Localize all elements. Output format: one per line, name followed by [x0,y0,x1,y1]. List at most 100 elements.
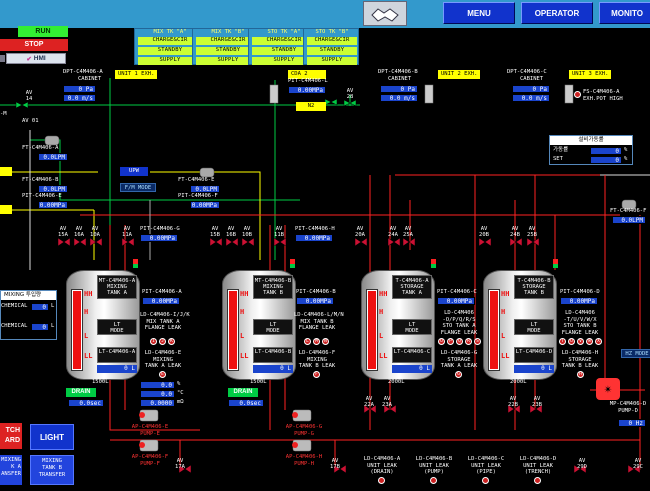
handshake-button[interactable] [363,1,407,26]
unit-leak-drain-alarm [378,477,385,484]
av-10b-label: AV 10B [242,226,252,238]
leak-alarm-t: T [559,338,566,345]
fm-mode-button[interactable]: F/M MODE [120,183,156,192]
av-17a-label: AV 17A [175,458,185,470]
unit2-exh-label: UNIT 2 EXH. [438,70,481,79]
panel-title: STO TK "B" [315,29,349,35]
unit-leak-pipe-alarm [482,477,489,484]
supply-status[interactable]: SUPPLY [138,57,202,65]
lt-tag: LT-C4M406-C [392,347,432,363]
pit-e-tag: PIT-C4M406-E [22,193,62,199]
tank-level: 0 L [97,365,137,373]
av-29d-label: AV 29D [577,458,587,470]
standby-status[interactable]: STANDBY [138,47,202,55]
pit-b-value: 0.00MPa [296,297,334,305]
drain-b-button[interactable]: DRAIN [228,388,258,397]
charge-cir-status[interactable]: CHARGE&CIR [196,37,260,45]
hmi-button[interactable]: ✔HMI [6,53,66,64]
charge-cir-status[interactable]: CHARGE&CIR [252,37,316,45]
main-pump-d[interactable]: ✴ [596,378,620,400]
chem-left-tag [0,205,12,214]
tank-level: 0 L [392,365,432,373]
pit-a-value: 0.00MPa [142,297,180,305]
level-bar [488,289,500,371]
lt-tag: LT-C4M406-B [253,347,293,363]
supply-status[interactable]: SUPPLY [307,57,357,65]
av-15a-label: AV 15A [58,226,68,238]
chem-1-unit: L [51,303,55,309]
unit-leak-pump-alarm [430,477,437,484]
run-button[interactable]: RUN [18,26,68,37]
pit-a-tag: PIT-C4M406-A [142,289,182,295]
scroll-indicator [0,55,5,62]
pit-d-value: 0.00MPa [560,297,598,305]
panel-title: MIX TK "B" [211,29,245,35]
supply-status[interactable]: SUPPLY [252,57,316,65]
lt-tag: LT-C4M406-D [514,347,554,363]
mix-concentration: 0.0 [140,381,175,389]
run-rate-label: 가동률 [553,147,569,153]
light-button[interactable]: LIGHT [30,424,74,450]
supply-status[interactable]: SUPPLY [196,57,260,65]
chem-2-label: CHEMICAL [1,323,28,329]
tank-c-capacity: 2000L [388,379,405,385]
mp-d-hz: 0 Hz [618,419,646,427]
fs-sub: EXH.POT HIGH [583,96,623,102]
pit-d-tag: PIT-C4M406-D [560,289,600,295]
fs-tag: FS-C4M406-A [583,89,620,95]
concentration-unit: % [177,381,181,387]
leak-alarm-h: H [577,371,584,378]
leak-alarm-s: S [474,338,481,345]
charge-cir-status[interactable]: CHARGE&CIR [138,37,202,45]
charge-cir-status[interactable]: CHARGE&CIR [307,37,357,45]
leak-alarm-u: U [568,338,575,345]
menu-button[interactable]: MENU [443,2,515,24]
leak-alarm-r: R [465,338,472,345]
standby-status[interactable]: STANDBY [307,47,357,55]
stop-button[interactable]: STOP [0,39,68,51]
standby-status[interactable]: STANDBY [196,47,260,55]
pit-h-tag: PIT-C4M406-H [295,226,335,232]
pit-c-tag: PIT-C4M406-C [437,289,477,295]
leak-alarm-g: G [455,371,462,378]
hz-mode-button[interactable]: HZ MODE [621,349,650,358]
drain-a-button[interactable]: DRAIN [66,388,96,397]
handshake-icon [371,7,399,22]
level-bar [366,289,378,371]
pit-g-value: 0.00MPa [140,234,178,242]
chem-1-value: 0 [31,303,49,311]
panel-title: STO TK "A" [267,29,301,35]
tank-level: 0 L [253,365,293,373]
operator-button[interactable]: OPERATOR [521,2,593,24]
monitor-button[interactable]: MONITO [599,2,650,24]
run-rate-value: 0 [590,147,622,155]
cabinet-b-pa: 0 Pa [380,85,418,93]
ft-b-tag: FT-C4M406-B [22,177,59,183]
standby-status[interactable]: STANDBY [252,47,316,55]
run-rate-title: 설비가동률 [550,136,632,145]
av-16b-label: AV 16B [226,226,236,238]
